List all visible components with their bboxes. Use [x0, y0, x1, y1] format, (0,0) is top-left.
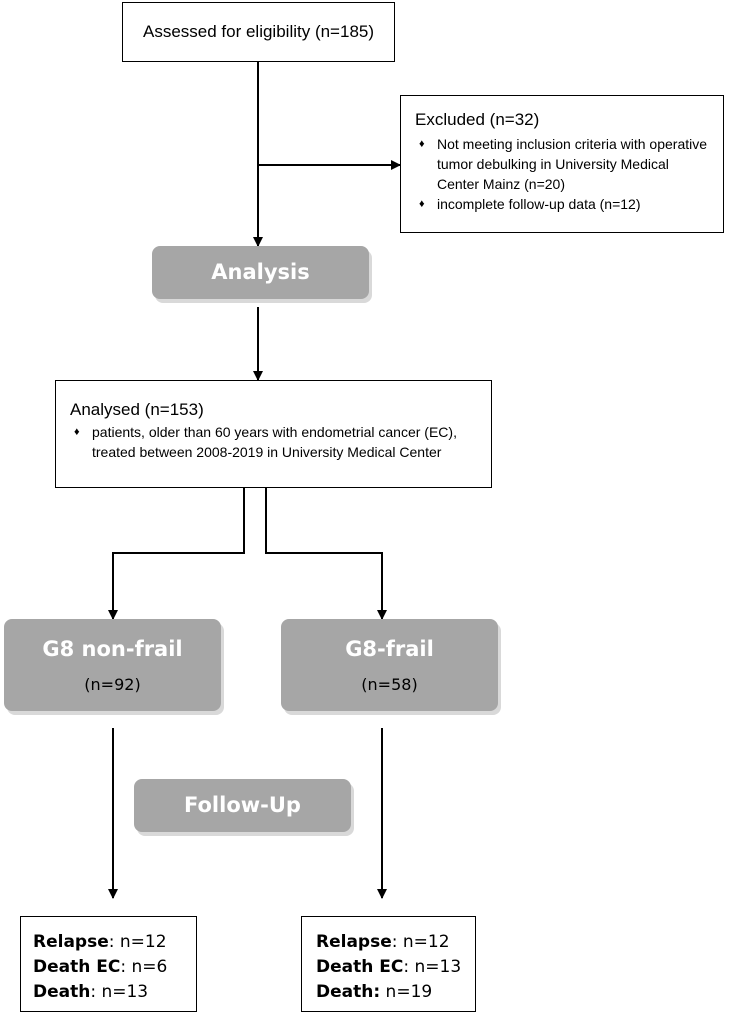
group-frail-n: (n=58): [361, 675, 418, 694]
outcome-death: Death: n=13: [33, 980, 196, 1005]
outcome-relapse-label: Relapse: [33, 932, 109, 952]
outcome-death-label: Death: [33, 982, 91, 1002]
group-frail: G8-frail (n=58): [281, 619, 498, 711]
analysed-title: Analysed (n=153): [70, 400, 204, 419]
outcome-death-ec-value: : n=6: [120, 957, 168, 977]
analysed-list: patients, older than 60 years with endom…: [70, 422, 481, 462]
outcome-death-ec-label: Death EC: [33, 957, 121, 977]
followup-label: Follow-Up: [184, 793, 301, 817]
excluded-list: Not meeting inclusion criteria with oper…: [415, 134, 713, 214]
outcome-relapse-label: Relapse: [316, 932, 392, 952]
analysed-item: patients, older than 60 years with endom…: [70, 422, 481, 462]
outcome-relapse: Relapse: n=12: [33, 930, 196, 955]
excluded-box: Excluded (n=32) Not meeting inclusion cr…: [400, 95, 724, 233]
assessed-text: Assessed for eligibility (n=185): [142, 22, 375, 41]
outcome-death-value: n=19: [380, 982, 433, 1002]
arrow-to-frail: [265, 488, 387, 620]
group-nonfrail: G8 non-frail (n=92): [4, 619, 221, 711]
outcome-death-ec: Death EC: n=6: [33, 955, 196, 980]
outcome-death-ec: Death EC: n=13: [316, 955, 475, 980]
outcome-death-label: Death:: [316, 982, 381, 1002]
outcome-box-frail: Relapse: n=12 Death EC: n=13 Death: n=19: [301, 916, 476, 1012]
group-nonfrail-n: (n=92): [84, 675, 141, 694]
excluded-title: Excluded (n=32): [415, 110, 540, 129]
outcome-death-ec-value: : n=13: [403, 957, 462, 977]
excluded-item: incomplete follow-up data (n=12): [415, 194, 713, 214]
outcome-relapse: Relapse: n=12: [316, 930, 475, 955]
outcome-relapse-value: : n=12: [391, 932, 450, 952]
outcome-death-ec-label: Death EC: [316, 957, 404, 977]
analysis-header: Analysis: [152, 246, 369, 299]
outcome-death: Death: n=19: [316, 980, 475, 1005]
excluded-item: Not meeting inclusion criteria with oper…: [415, 134, 713, 194]
outcome-death-value: : n=13: [90, 982, 149, 1002]
outcome-relapse-value: : n=12: [108, 932, 167, 952]
group-frail-label: G8-frail: [345, 637, 434, 661]
arrow-to-nonfrail: [108, 488, 245, 620]
outcome-box-nonfrail: Relapse: n=12 Death EC: n=6 Death: n=13: [20, 916, 197, 1012]
followup-header: Follow-Up: [134, 779, 351, 832]
group-nonfrail-label: G8 non-frail: [42, 637, 183, 661]
assessed-box: Assessed for eligibility (n=185): [122, 2, 395, 62]
analysis-label: Analysis: [211, 260, 310, 284]
analysed-box: Analysed (n=153) patients, older than 60…: [55, 380, 492, 488]
